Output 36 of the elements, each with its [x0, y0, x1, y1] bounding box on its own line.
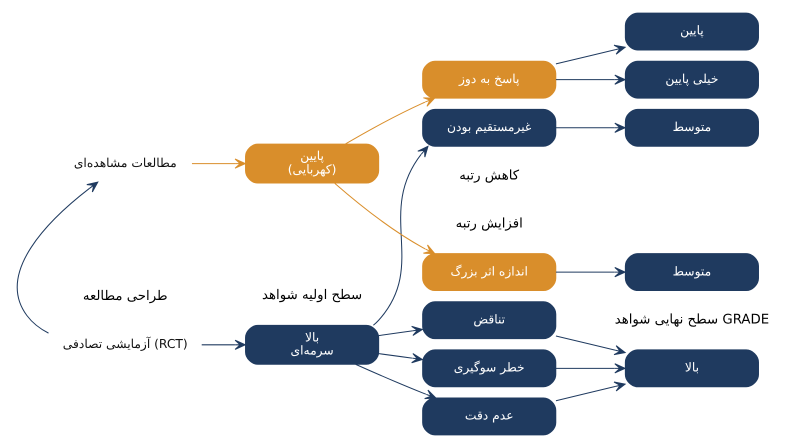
node-box: تناقض — [422, 300, 556, 339]
node-box: پایین — [624, 12, 758, 50]
arrow — [372, 145, 428, 326]
label: سطح اولیه شواهد — [262, 288, 362, 303]
node-text: آزمایشی تصادفی (RCT) — [62, 336, 188, 350]
label: کاهش رتبه — [458, 168, 519, 183]
node-box: عدم دقت — [422, 397, 556, 435]
label: افزایش رتبه — [455, 216, 522, 231]
node-box: بالا سرمه‌ای — [244, 324, 379, 364]
node-box: متوسط — [624, 108, 758, 146]
arrow — [16, 181, 98, 334]
node-box: غیرمستقیم بودن — [422, 108, 556, 146]
arrow — [378, 325, 422, 336]
node-box: خیلی پایین — [624, 60, 758, 98]
arrow — [555, 74, 626, 84]
arrow — [555, 266, 626, 277]
arrow — [191, 158, 246, 168]
node-box: پایین (کهربایی) — [244, 143, 379, 184]
arrow — [355, 363, 436, 399]
arrow — [334, 182, 435, 254]
arrow — [555, 122, 626, 132]
arrow — [201, 339, 246, 350]
arrow — [555, 335, 626, 355]
node-box: پاسخ به دوز — [422, 60, 556, 98]
arrow — [555, 381, 626, 401]
label: سطح نهایی شواهد GRADE — [614, 312, 769, 328]
node-box: بالا — [624, 348, 758, 387]
node-text: مطالعات مشاهده‌ای — [73, 155, 176, 170]
arrow — [344, 96, 435, 144]
arrow — [555, 44, 626, 64]
node-box: خطر سوگیری — [422, 348, 556, 387]
node-box: متوسط — [624, 252, 758, 291]
arrow — [555, 362, 626, 373]
node-box: اندازه اثر بزرگ — [422, 252, 556, 291]
label: طراحی مطالعه — [82, 288, 168, 304]
arrow — [378, 352, 422, 363]
